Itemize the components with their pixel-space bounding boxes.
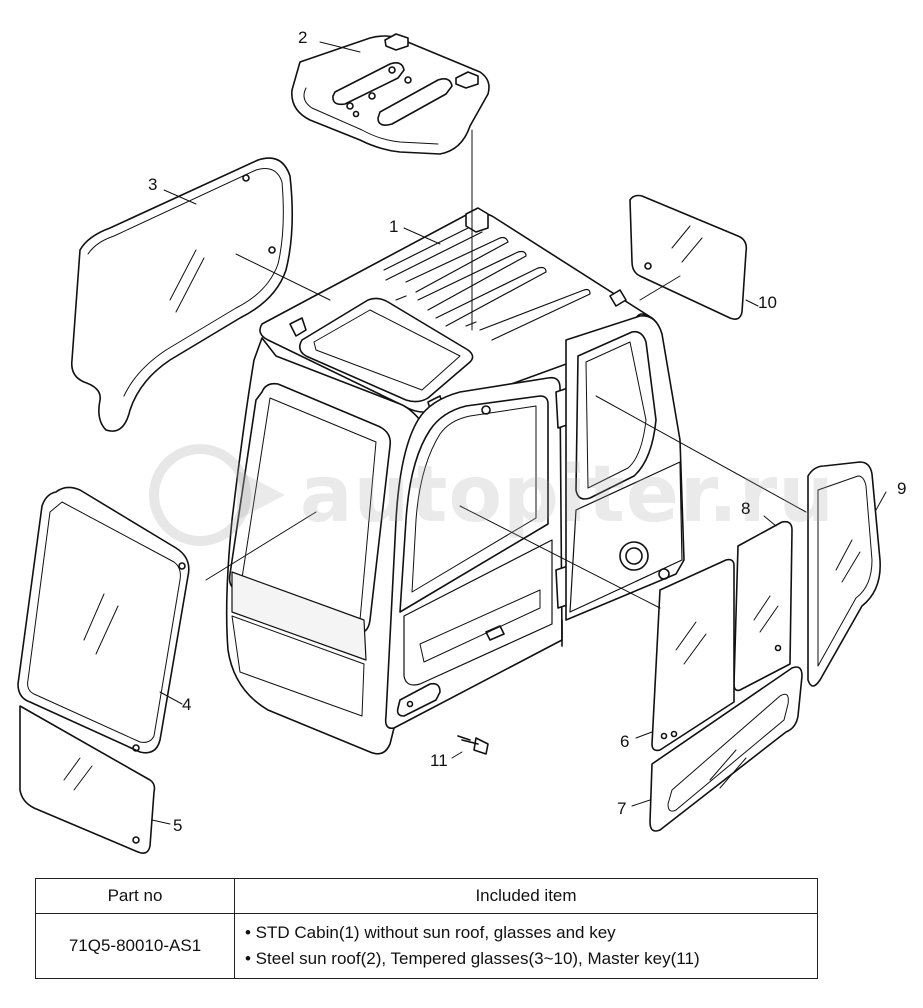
callout-5: 5 (173, 816, 183, 835)
callout-11: 11 (430, 751, 448, 770)
table-row: 71Q5-80010-AS1 • STD Cabin(1) without su… (35, 913, 818, 979)
part-number-cell: 71Q5-80010-AS1 (35, 913, 235, 979)
watermark: autopiter.ru (145, 440, 834, 550)
master-key (457, 735, 489, 755)
callout-8: 8 (741, 499, 751, 518)
callout-9: 9 (897, 479, 907, 498)
callout-4: 4 (182, 695, 192, 714)
door-bottom-glass (649, 666, 803, 832)
watermark-logo-icon (149, 444, 285, 546)
included-item-line: • STD Cabin(1) without sun roof, glasses… (245, 923, 616, 942)
header-included-item: Included item (234, 878, 818, 914)
right-upper-glass (629, 194, 748, 320)
sun-roof-panel (291, 33, 490, 155)
door-lower-glass-6 (651, 558, 735, 752)
header-part-no: Part no (35, 878, 235, 914)
watermark-text: autopiter.ru (300, 450, 835, 540)
table-header-row: Part no Included item (35, 878, 818, 914)
parts-table: Part no Included item 71Q5-80010-AS1 • S… (35, 878, 818, 979)
cabin-body (225, 207, 685, 755)
callout-2: 2 (298, 28, 308, 47)
door-upper-glass (733, 520, 793, 692)
right-rear-glass (807, 461, 881, 687)
callout-7: 7 (617, 799, 627, 818)
included-items-cell: • STD Cabin(1) without sun roof, glasses… (234, 913, 818, 979)
front-upper-glass (17, 486, 190, 754)
callout-6: 6 (620, 732, 630, 751)
included-item-line: • Steel sun roof(2), Tempered glasses(3~… (245, 949, 700, 968)
leader-lines (151, 41, 887, 825)
rear-side-glass (70, 157, 294, 432)
callout-3: 3 (148, 175, 158, 194)
callout-1: 1 (389, 217, 399, 236)
callout-10: 10 (758, 293, 777, 312)
front-lower-glass (19, 705, 156, 854)
cabin-exploded-diagram (17, 33, 887, 854)
